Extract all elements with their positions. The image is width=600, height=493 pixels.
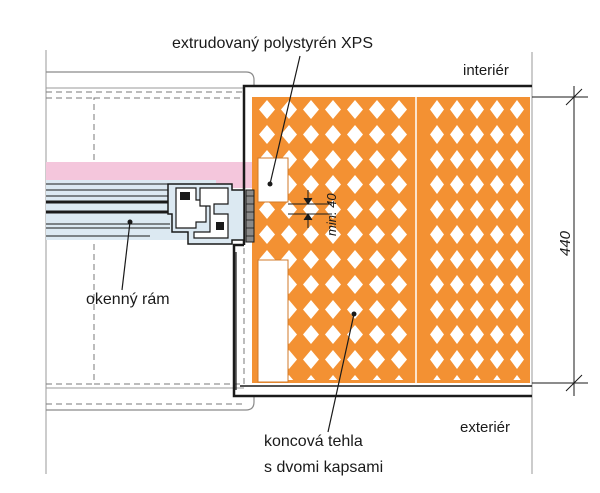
end-brick-label-line2: s dvomi kapsami xyxy=(264,459,383,476)
brick-pocket-top xyxy=(257,157,289,203)
min-dimension-marker xyxy=(288,190,332,228)
min-dimension-label: min. 40 xyxy=(324,193,339,236)
interior-label: interiér xyxy=(463,62,509,79)
leader-dot-xps xyxy=(267,181,273,187)
dashed-contours xyxy=(46,91,245,405)
leader-dot-frame xyxy=(127,219,133,225)
xps-label: extrudovaný polystyrén XPS xyxy=(172,35,373,52)
window-frame-label: okenný rám xyxy=(86,291,170,308)
end-brick-label-line1: koncová tehla xyxy=(264,433,363,450)
brick-wall xyxy=(252,97,530,383)
leader-dot-brick xyxy=(351,311,357,317)
brick-pocket-bottom xyxy=(257,259,289,383)
window-outline xyxy=(46,71,255,411)
window-frame-profile xyxy=(46,180,255,245)
exterior-label: exteriér xyxy=(460,419,510,436)
leader-lines xyxy=(121,55,355,433)
wall-thickness-label: 440 xyxy=(557,230,574,256)
reference-lines xyxy=(45,50,533,474)
wall-thickness-dimension xyxy=(532,86,588,396)
